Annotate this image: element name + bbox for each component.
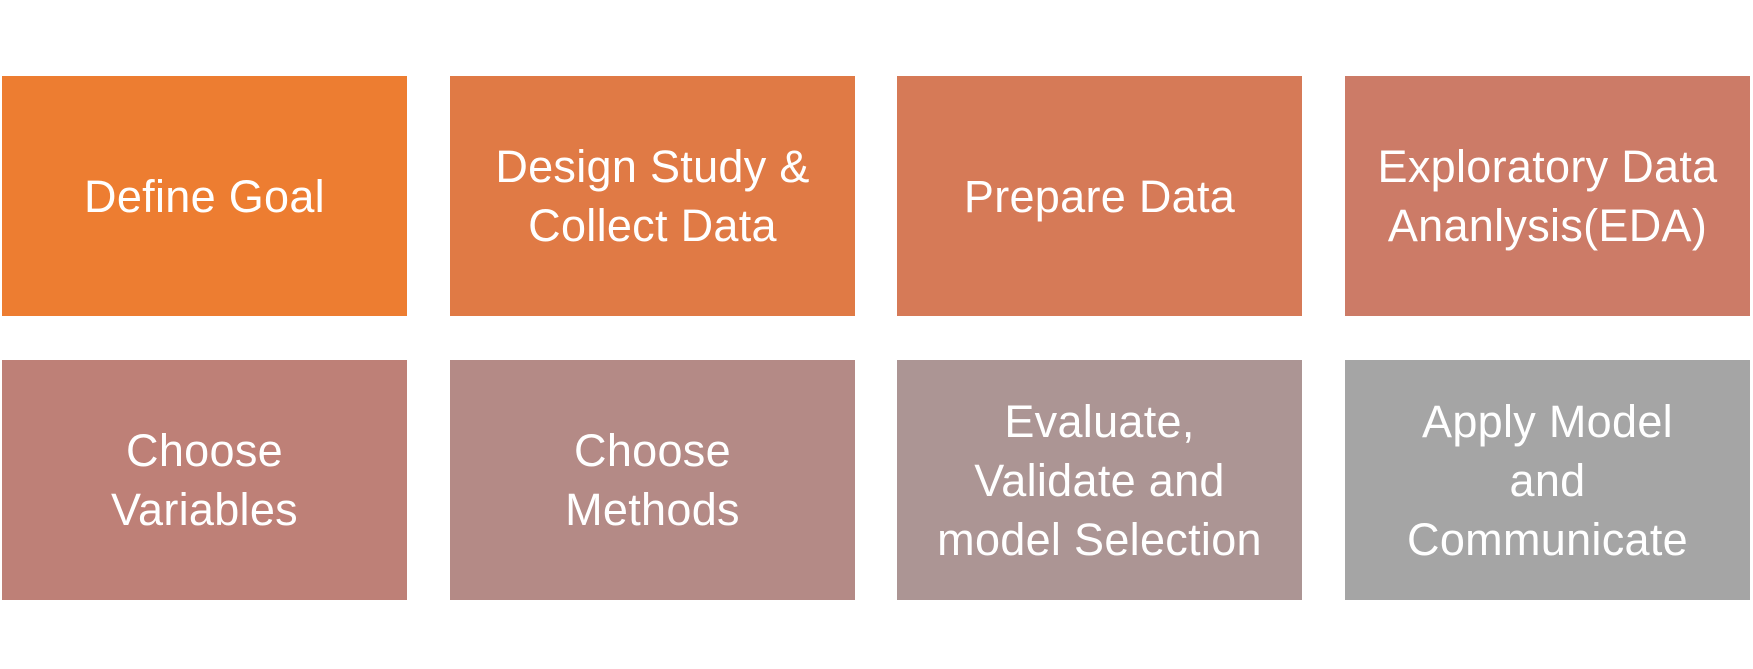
step-label: Apply Model and Communicate	[1407, 395, 1688, 565]
step-label: Design Study & Collect Data	[495, 141, 810, 251]
step-label: Exploratory Data Ananlysis(EDA)	[1377, 141, 1718, 251]
step-label: Define Goal	[84, 170, 325, 222]
step-define-goal: Define Goal	[2, 76, 407, 316]
step-label: Choose Methods	[565, 425, 740, 535]
step-evaluate-validate-model-selection: Evaluate, Validate and model Selection	[897, 360, 1302, 600]
step-label: Prepare Data	[963, 170, 1236, 222]
step-choose-methods: Choose Methods	[450, 360, 855, 600]
step-choose-variables: Choose Variables	[2, 360, 407, 600]
step-exploratory-data-analysis: Exploratory Data Ananlysis(EDA)	[1345, 76, 1750, 316]
step-label: Choose Variables	[111, 425, 298, 535]
step-design-study-collect-data: Design Study & Collect Data	[450, 76, 855, 316]
step-prepare-data: Prepare Data	[897, 76, 1302, 316]
step-label: Evaluate, Validate and model Selection	[937, 395, 1262, 565]
step-apply-model-communicate: Apply Model and Communicate	[1345, 360, 1750, 600]
